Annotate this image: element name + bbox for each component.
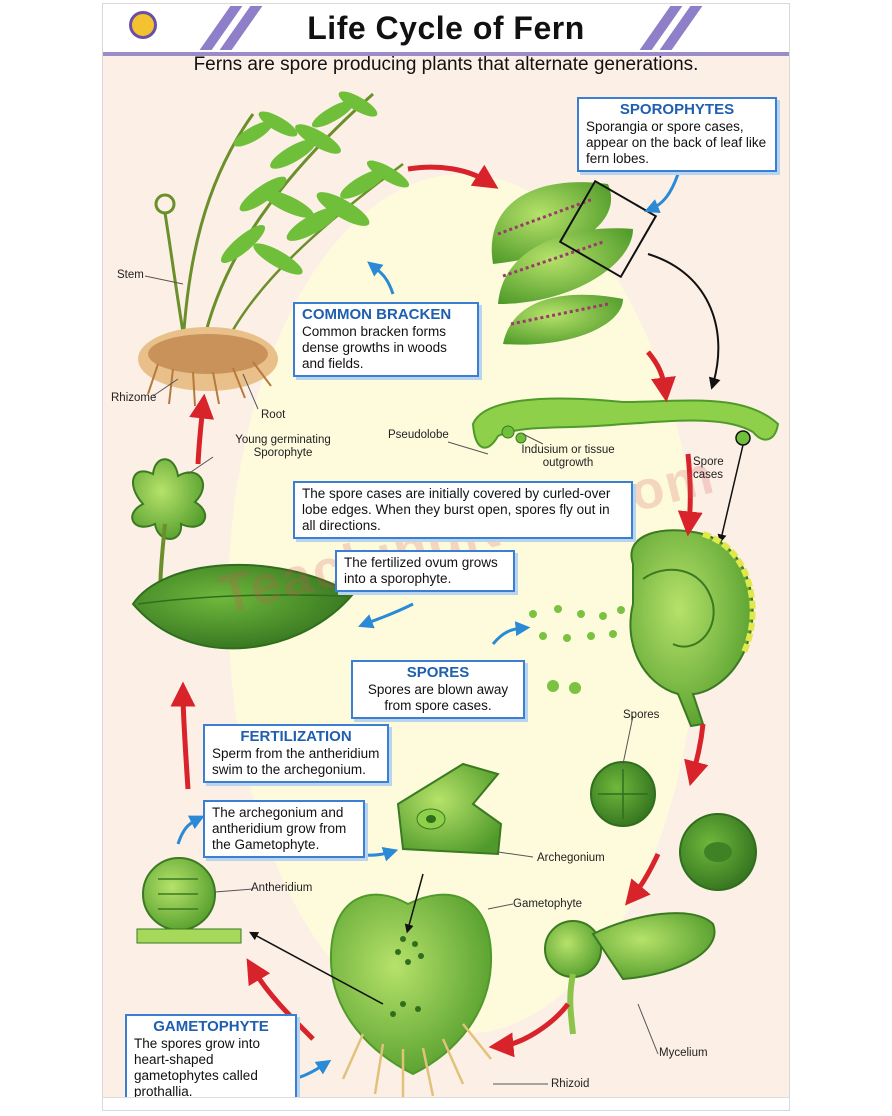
sporophytes-box: SPOROPHYTES Sporangia or spore cases, ap… [577,97,777,172]
sporophyte-lobes [491,179,721,390]
spore-cases-note-text: The spore cases are initially covered by… [302,486,611,533]
footer-strip [103,1097,789,1110]
sporangium [629,529,756,728]
common-bracken-box: COMMON BRACKEN Common bracken forms dens… [293,302,479,377]
archegonium [396,762,503,856]
label-leaders [144,275,659,1085]
scattered-spores [529,605,625,694]
antheridium [136,857,242,944]
archegonium-note-box: The archegonium and antheridium grow fro… [203,800,365,858]
fertilization-heading: FERTILIZATION [240,728,352,745]
common-bracken-text: Common bracken forms dense growths in wo… [302,324,447,371]
header-bar: Life Cycle of Fern [103,4,789,56]
archegonium-note-text: The archegonium and antheridium grow fro… [212,805,347,852]
gametophyte-heading: GAMETOPHYTE [153,1018,269,1035]
gametophyte-prothallus [249,873,493,1099]
label-root: Root [261,409,286,421]
gametophyte-text: The spores grow into heart-shaped gameto… [134,1036,261,1099]
common-bracken-heading: COMMON BRACKEN [302,306,452,323]
page-subtitle: Ferns are spore producing plants that al… [193,54,699,75]
sporophytes-text: Sporangia or spore cases, appear on the … [586,119,767,166]
mycelium [544,912,716,1035]
lobe-cross-section [471,397,780,544]
label-rhizoid: Rhizoid [551,1078,590,1090]
fertilization-text: Sperm from the antheridium swim to the a… [212,746,380,777]
sporophytes-heading: SPOROPHYTES [619,101,735,118]
cycle-arrows [170,164,709,1058]
fertilized-ovum-box: The fertilized ovum grows into a sporoph… [335,550,515,592]
label-mycelium: Mycelium [659,1047,708,1059]
spores-box: SPORES Spores are blown away from spore … [351,660,525,719]
label-archegonium: Archegonium [537,852,605,864]
spores-text: Spores are blown away from spore cases. [367,682,509,713]
label-spores: Spores [623,709,660,721]
gametophyte-box: GAMETOPHYTE The spores grow into heart-s… [125,1014,297,1105]
label-rhizome: Rhizome [111,392,157,404]
fertilized-ovum-text: The fertilized ovum grows into a sporoph… [344,555,498,586]
page-title: Life Cycle of Fern [307,10,585,46]
label-spore-cases: Spore cases [693,456,724,481]
publisher-logo-icon [129,11,157,39]
label-indusium: Indusium or tissue outgrowth [521,444,615,469]
label-stem: Stem [117,269,144,281]
spores-heading: SPORES [406,664,470,681]
poster: Life Cycle of Fern Ferns are spore produ… [102,3,790,1111]
label-antheridium: Antheridium [251,882,313,894]
fertilization-box: FERTILIZATION Sperm from the antheridium… [203,724,389,783]
label-young-sporophyte: Young germinating Sporophyte [235,434,331,459]
young-sporophyte [131,458,355,650]
label-pseudolobe: Pseudolobe [388,429,449,441]
label-gametophyte: Gametophyte [513,898,583,910]
spore-cases-note-box: The spore cases are initially covered by… [293,481,633,539]
enlarged-spores [590,761,757,891]
